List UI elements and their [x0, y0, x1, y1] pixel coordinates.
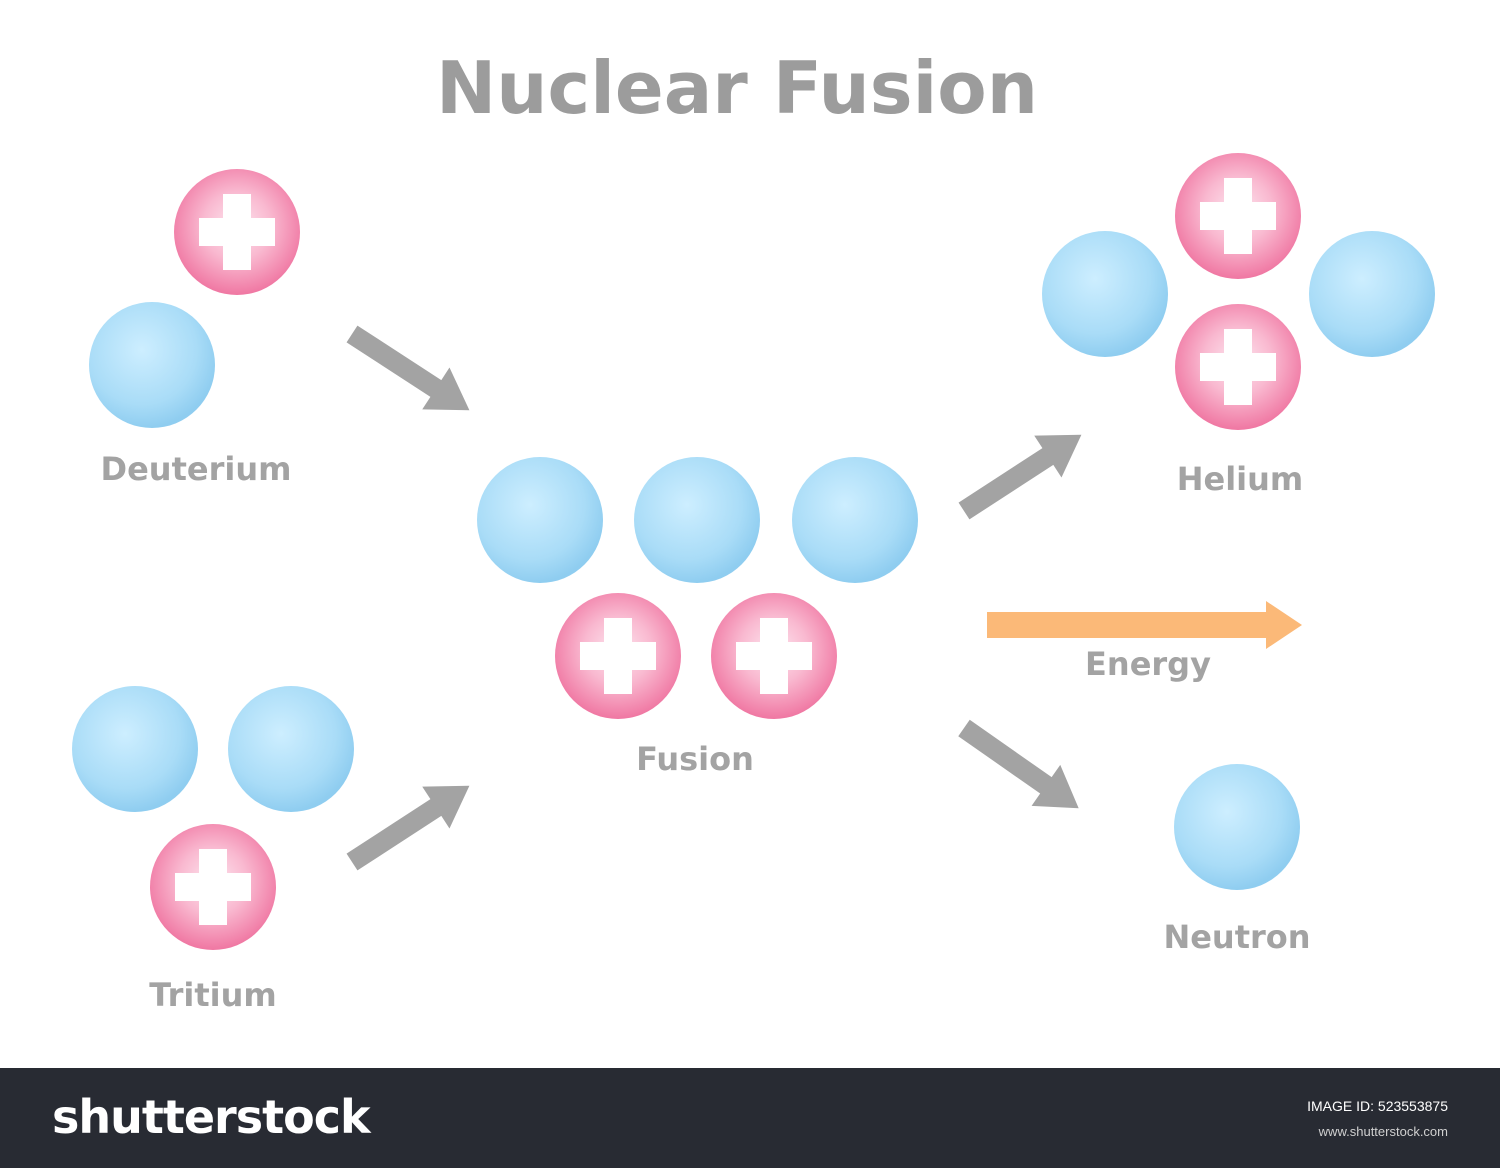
- fusion-nucleus: [477, 457, 918, 719]
- energy-arrow: [987, 601, 1302, 649]
- tritium-atom: [72, 686, 354, 950]
- proton: [555, 593, 681, 719]
- nuclear-fusion-diagram: Nuclear Fusion Deuterium Tritium Fusion …: [72, 46, 1435, 1014]
- fusion-label: Fusion: [636, 740, 754, 778]
- image-id-text: IMAGE ID: 523553875: [1307, 1098, 1448, 1114]
- helium-label: Helium: [1177, 460, 1304, 498]
- proton: [711, 593, 837, 719]
- neutron: [792, 457, 918, 583]
- arrow-deuterium-to-fusion: [338, 313, 484, 432]
- proton: [1175, 153, 1301, 279]
- neutron: [1042, 231, 1168, 357]
- neutron: [72, 686, 198, 812]
- proton: [150, 824, 276, 950]
- deuterium-atom: [89, 169, 300, 428]
- arrow-fusion-to-helium: [950, 413, 1096, 532]
- neutron: [477, 457, 603, 583]
- footer-url: www.shutterstock.com: [1318, 1124, 1448, 1139]
- shutterstock-logo: shutterstock: [52, 1090, 371, 1144]
- free-neutron: [1174, 764, 1300, 890]
- neutron: [634, 457, 760, 583]
- deuterium-label: Deuterium: [101, 450, 292, 488]
- arrow-tritium-to-fusion: [338, 764, 484, 883]
- diagram-title: Nuclear Fusion: [436, 46, 1038, 130]
- helium-atom: [1042, 153, 1435, 430]
- energy-label: Energy: [1085, 645, 1211, 683]
- neutron: [89, 302, 215, 428]
- neutron-label: Neutron: [1163, 918, 1310, 956]
- proton: [1175, 304, 1301, 430]
- neutron: [1309, 231, 1435, 357]
- tritium-label: Tritium: [149, 976, 276, 1014]
- stock-footer-bar: shutterstock IMAGE ID: 523553875 www.shu…: [0, 1068, 1500, 1168]
- neutron: [228, 686, 354, 812]
- proton: [174, 169, 300, 295]
- arrow-fusion-to-neutron: [949, 707, 1094, 829]
